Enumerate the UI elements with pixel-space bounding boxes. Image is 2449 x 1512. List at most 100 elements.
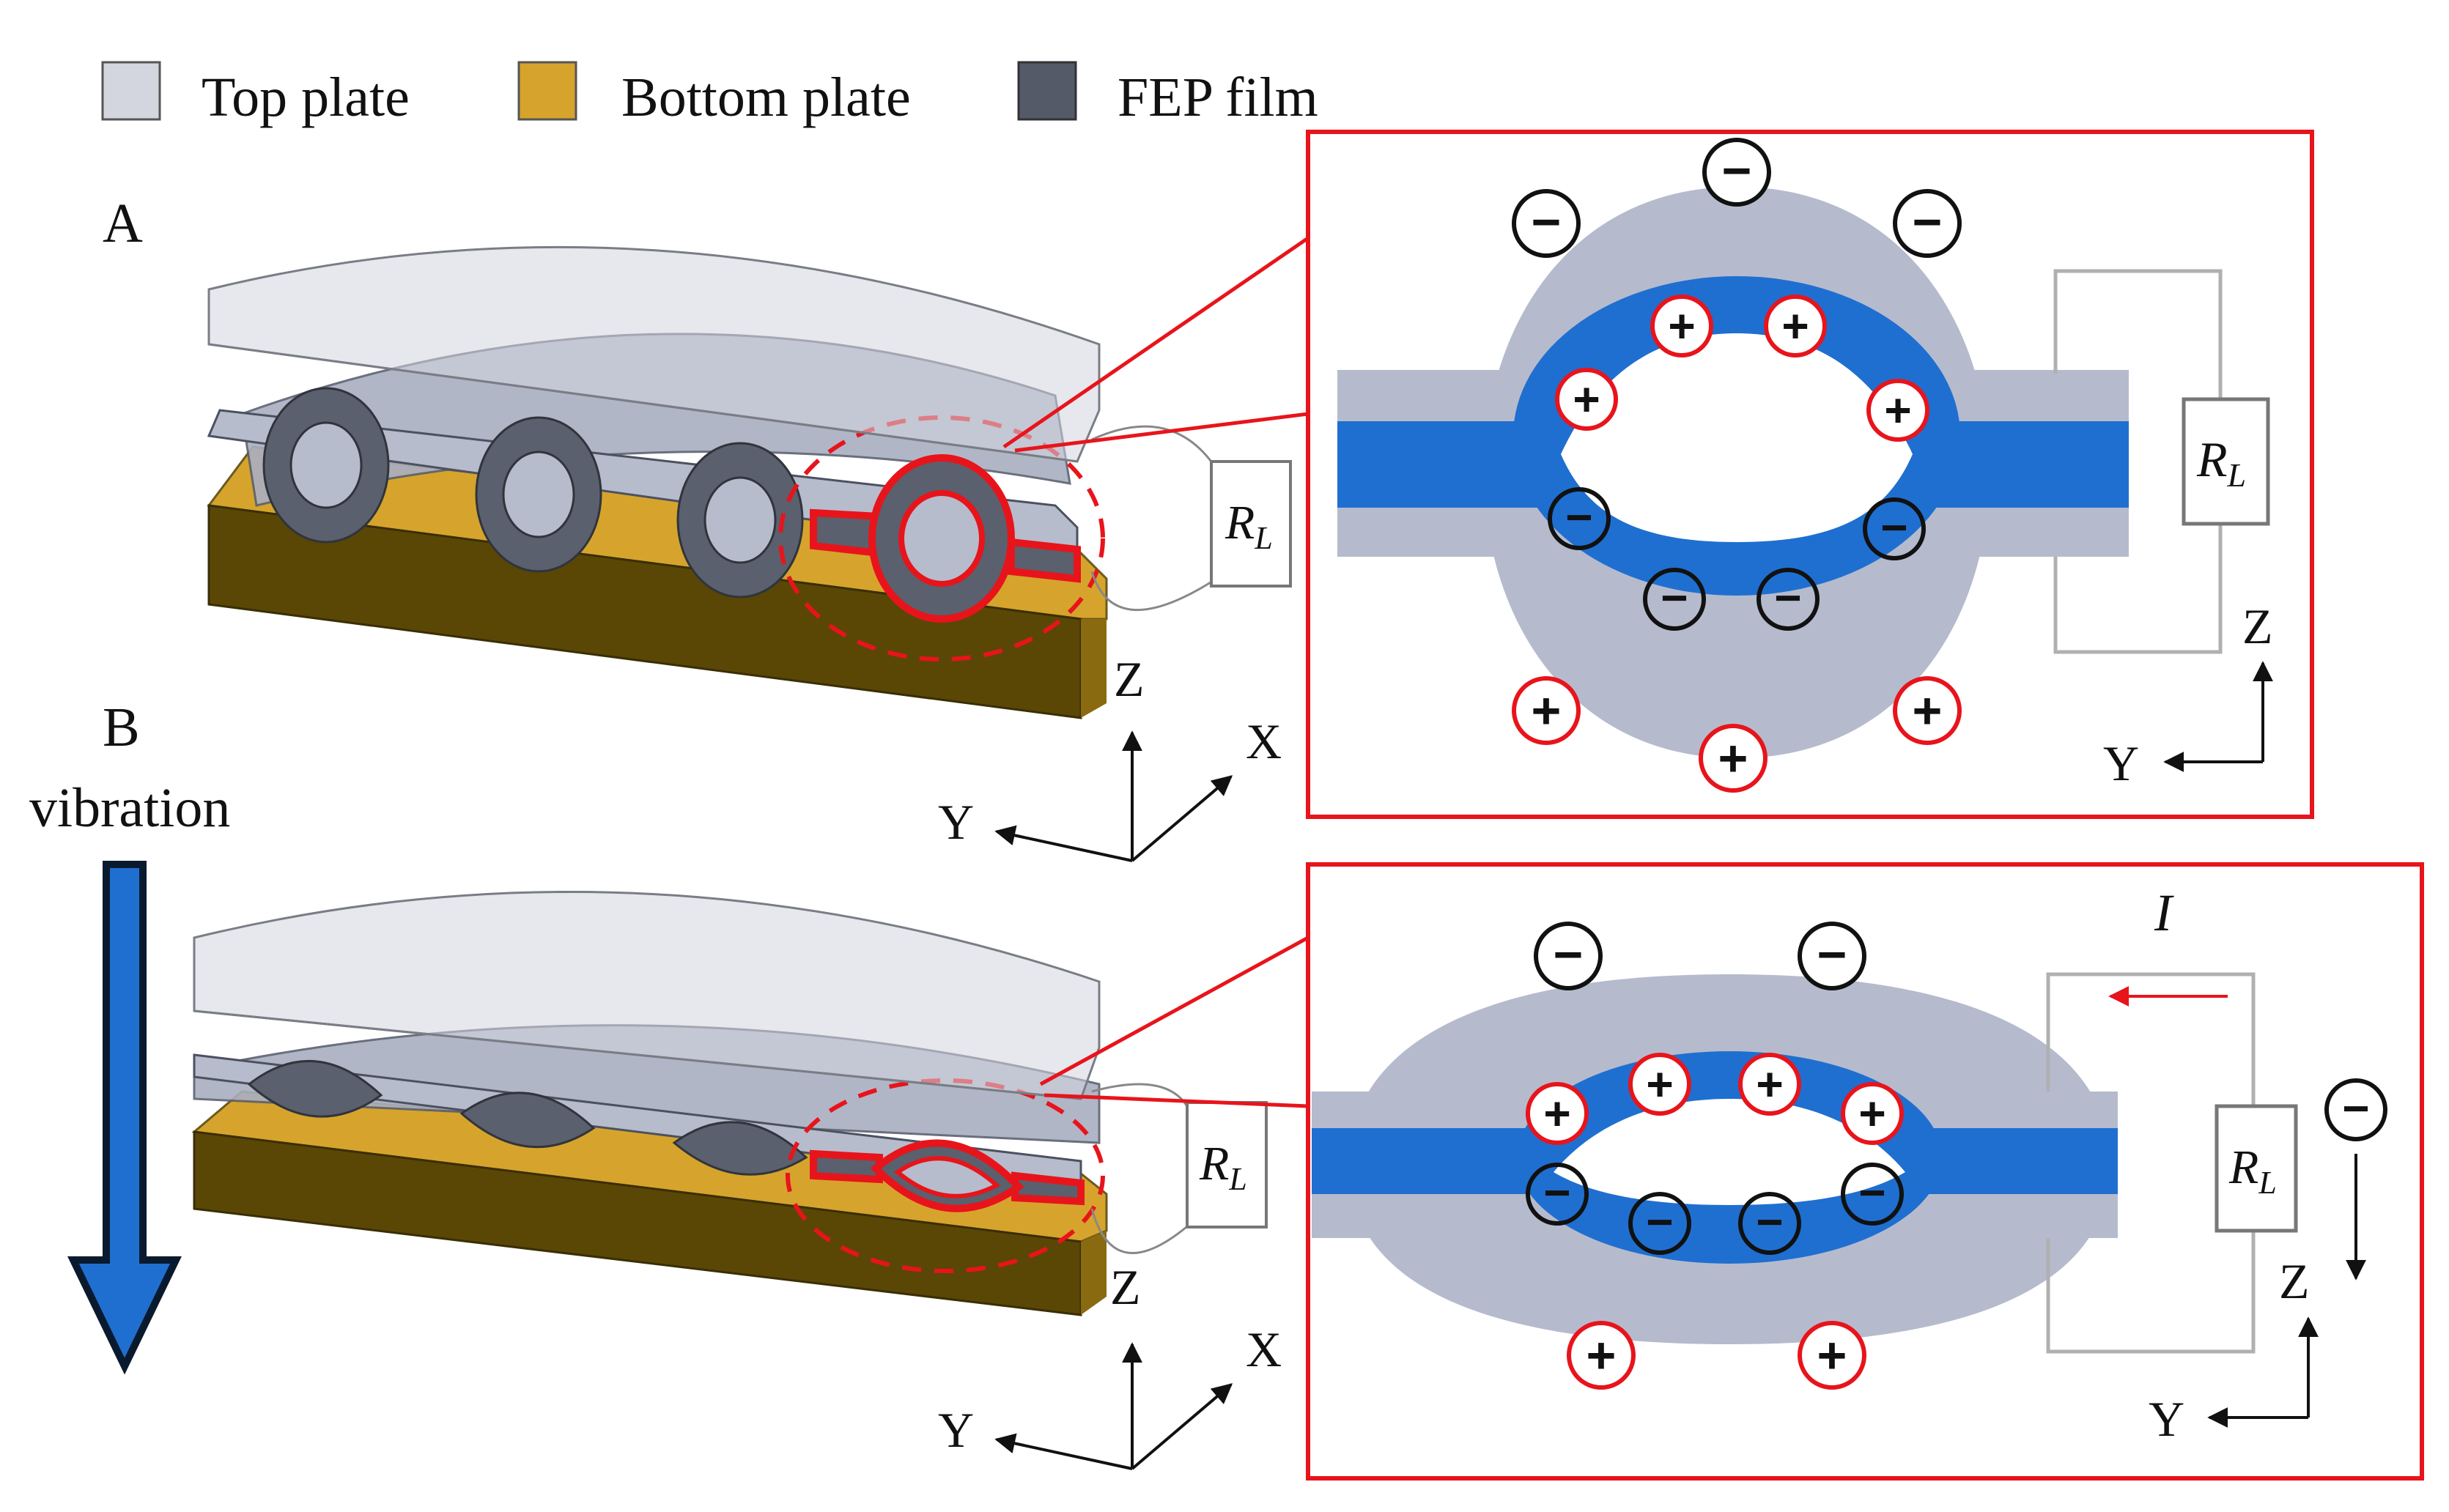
svg-text:−: − bbox=[1722, 142, 1752, 199]
panel-b-axes bbox=[994, 1342, 1233, 1470]
panel-a-resistor bbox=[1210, 460, 1292, 588]
panel-b-bottom-plate-end bbox=[1081, 1231, 1107, 1315]
panel-b-fep-rings bbox=[247, 1059, 808, 1176]
panel-b-resistor-label: RL bbox=[1199, 1137, 1247, 1197]
panel-b-zoom-circle bbox=[786, 1078, 1105, 1273]
panel-b-electron: − bbox=[2324, 1078, 2387, 1141]
positive-charge: + bbox=[1866, 379, 1929, 442]
panel-b-current-label: I bbox=[2154, 883, 2174, 942]
legend-label-top-plate: Top plate bbox=[202, 67, 410, 128]
panel-b-highlight-ring bbox=[786, 1078, 1105, 1273]
svg-text:−: − bbox=[1880, 501, 1907, 554]
panel-a-detail-resistor bbox=[2182, 397, 2270, 526]
panel-b-detail-axis-z: Z bbox=[2279, 1253, 2310, 1309]
svg-text:+: + bbox=[1781, 300, 1809, 352]
panel-b-model: B vibration RL bbox=[29, 697, 1310, 1470]
svg-text:+: + bbox=[1646, 1058, 1673, 1111]
panel-a-resistor-label: RL bbox=[1224, 496, 1273, 556]
panel-b-wire bbox=[1090, 1083, 1192, 1254]
panel-b-axis-z: Z bbox=[1110, 1259, 1141, 1315]
panel-a-detail-resistor-label: RL bbox=[2196, 431, 2246, 494]
negative-charge: − bbox=[1757, 568, 1820, 631]
panel-a-model: A RL bbox=[103, 193, 1310, 862]
svg-text:+: + bbox=[1587, 1327, 1617, 1384]
svg-text:−: − bbox=[1774, 571, 1801, 624]
svg-text:−: − bbox=[1543, 1166, 1570, 1219]
panel-a-label: A bbox=[103, 193, 143, 254]
panel-a-inner-cavity bbox=[1561, 333, 1913, 542]
svg-text:−: − bbox=[1661, 571, 1688, 624]
positive-charge: + bbox=[1650, 294, 1713, 357]
positive-charge: + bbox=[1764, 294, 1827, 357]
panel-a-top-plate-edge bbox=[208, 343, 1078, 463]
panel-a-axis-z: Z bbox=[1114, 651, 1145, 707]
svg-text:+: + bbox=[1858, 1087, 1885, 1140]
legend-swatch-fep-film bbox=[1017, 61, 1077, 121]
legend: Top plate Bottom plate FEP film bbox=[101, 61, 1318, 128]
vibration-arrow bbox=[67, 861, 182, 1375]
legend-swatch-top-plate bbox=[101, 61, 161, 121]
svg-text:+: + bbox=[1718, 730, 1748, 787]
negative-charge: − bbox=[1548, 487, 1611, 550]
positive-charge: + bbox=[1798, 1321, 1866, 1390]
vibration-label: vibration bbox=[29, 777, 230, 839]
svg-text:−: − bbox=[1646, 1196, 1673, 1248]
panel-b-detail-resistor-label: RL bbox=[2228, 1141, 2277, 1201]
panel-b-zoom-line-2 bbox=[1043, 1093, 1309, 1108]
panel-b-resistor bbox=[1186, 1101, 1268, 1228]
panel-a-zoom-line-1 bbox=[1002, 236, 1310, 449]
panel-a-bottom-plate-end bbox=[1081, 619, 1107, 718]
panel-a-zoom-line-2 bbox=[1014, 412, 1309, 453]
panel-b-detail: RL I − Z Y − − + + + + − − − − + + bbox=[1306, 862, 2424, 1480]
panel-b-inner-cavity bbox=[1554, 1099, 1905, 1205]
positive-charge: + bbox=[1699, 724, 1768, 793]
panel-b-zoom-line-1 bbox=[1039, 935, 1310, 1086]
svg-text:+: + bbox=[1756, 1058, 1783, 1111]
panel-b-detail-axis-y: Y bbox=[2149, 1391, 2184, 1447]
positive-charge: + bbox=[1738, 1053, 1801, 1116]
positive-charge: + bbox=[1567, 1321, 1636, 1390]
panel-b-detail-resistor bbox=[2215, 1104, 2298, 1233]
negative-charge: − bbox=[1534, 922, 1603, 990]
negative-charge: − bbox=[1526, 1163, 1589, 1226]
negative-charge: − bbox=[1512, 189, 1581, 258]
svg-text:−: − bbox=[2342, 1082, 2369, 1135]
panel-b-top-plate-edge bbox=[193, 1009, 1082, 1100]
svg-text:−: − bbox=[1756, 1196, 1783, 1248]
positive-charge: + bbox=[1893, 676, 1962, 745]
svg-text:−: − bbox=[1858, 1166, 1885, 1219]
legend-swatch-bottom-plate bbox=[517, 61, 577, 121]
panel-b-top-plate bbox=[193, 891, 1101, 1100]
negative-charge: − bbox=[1628, 1192, 1691, 1255]
panel-b-detail-axes bbox=[2207, 1316, 2319, 1428]
legend-label-fep-film: FEP film bbox=[1118, 67, 1318, 128]
svg-text:−: − bbox=[1554, 926, 1584, 983]
svg-text:−: − bbox=[1913, 193, 1943, 251]
panel-a-top-plate bbox=[207, 245, 1101, 463]
svg-text:−: − bbox=[1817, 926, 1847, 983]
panel-b-label: B bbox=[103, 697, 140, 758]
negative-charge: − bbox=[1702, 138, 1771, 207]
negative-charge: − bbox=[1738, 1192, 1801, 1255]
svg-text:−: − bbox=[1565, 491, 1592, 544]
svg-text:+: + bbox=[1913, 682, 1943, 739]
negative-charge: − bbox=[1841, 1163, 1904, 1226]
panel-a-zoom-circle bbox=[778, 415, 1105, 662]
panel-a-detail-axis-z: Z bbox=[2242, 598, 2273, 654]
panel-b-axis-x: X bbox=[1246, 1322, 1282, 1377]
svg-text:+: + bbox=[1817, 1327, 1847, 1384]
panel-a-detail-axis-y: Y bbox=[2103, 735, 2139, 791]
svg-text:+: + bbox=[1532, 682, 1562, 739]
panel-a-axes bbox=[994, 730, 1233, 862]
panel-a-detail-axes bbox=[2163, 661, 2273, 772]
panel-b-charges: − − + + + + − − − − + + bbox=[1526, 922, 1904, 1390]
panel-a-charges: − − − + + + + − − − − + + + bbox=[1512, 138, 1962, 793]
panel-a-axis-y: Y bbox=[938, 794, 974, 850]
svg-text:+: + bbox=[1884, 384, 1911, 437]
negative-charge: − bbox=[1798, 922, 1866, 990]
svg-text:+: + bbox=[1543, 1087, 1570, 1140]
legend-label-bottom-plate: Bottom plate bbox=[621, 67, 911, 128]
panel-b-axis-y: Y bbox=[938, 1402, 974, 1458]
svg-text:−: − bbox=[1532, 193, 1562, 251]
